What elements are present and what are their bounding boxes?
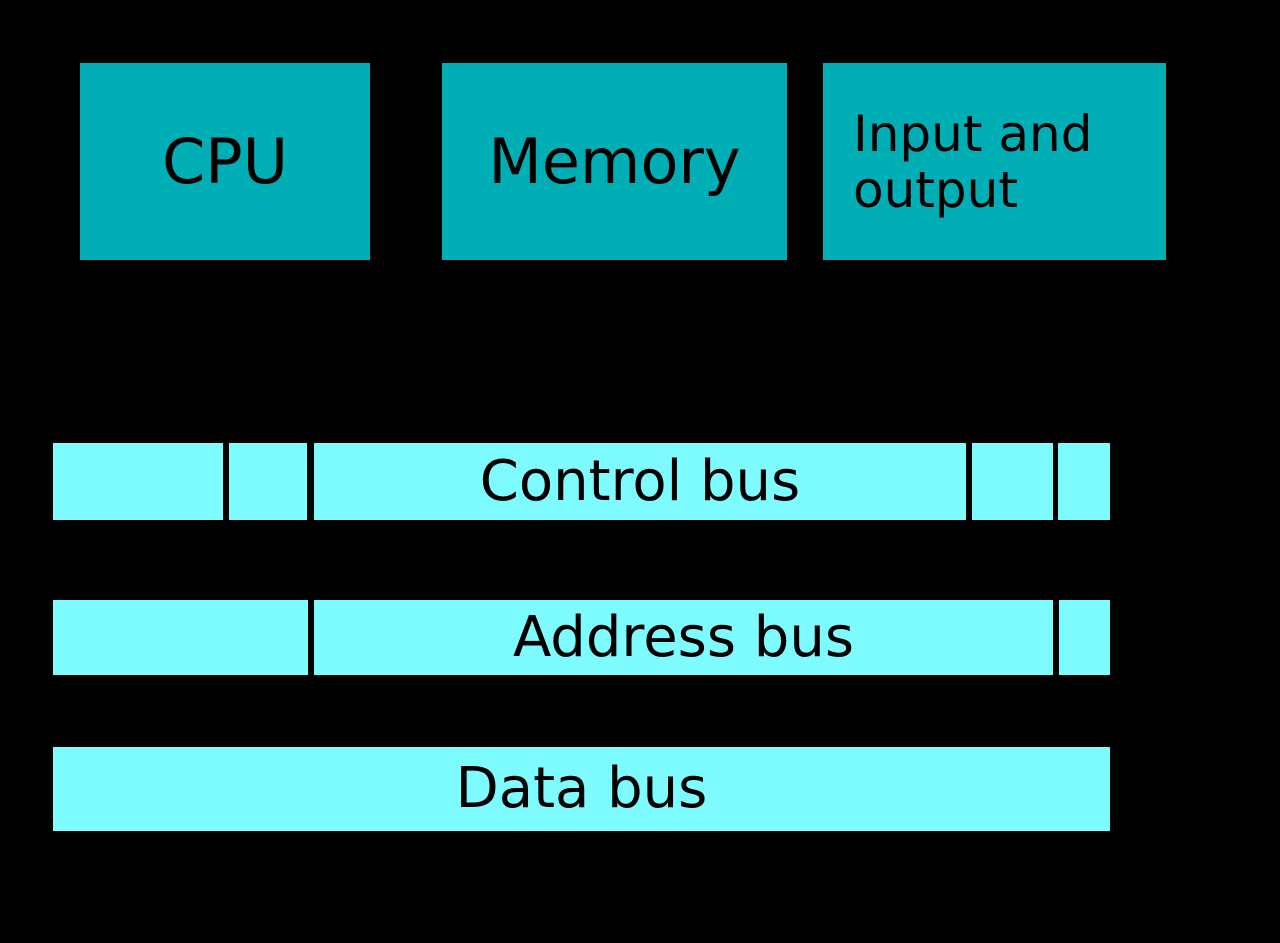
bus-control-label: Control bus: [479, 448, 801, 514]
bus-address-segment: [53, 600, 308, 675]
unit-box-cpu: CPU: [80, 63, 370, 260]
bus-control-segment: [53, 443, 223, 520]
bus-control-segment-labeled: Control bus: [314, 443, 966, 520]
bus-control-segment: [972, 443, 1053, 520]
unit-label-input-output: Input and output: [853, 104, 1093, 219]
bus-control-segment: [229, 443, 307, 520]
bus-data-label: Data bus: [455, 756, 708, 821]
bus-control-segment: [1058, 443, 1110, 520]
bus-data: Data bus: [0, 747, 1280, 831]
bus-address-label: Address bus: [512, 604, 855, 670]
unit-label-memory: Memory: [488, 124, 741, 198]
unit-label-cpu: CPU: [161, 124, 289, 198]
bus-data-segment-labeled: Data bus: [53, 747, 1110, 831]
bus-address: Address bus: [0, 600, 1280, 675]
bus-address-segment-labeled: Address bus: [314, 600, 1053, 675]
bus-address-segment: [1059, 600, 1110, 675]
unit-box-memory: Memory: [442, 63, 787, 260]
bus-control: Control bus: [0, 443, 1280, 520]
unit-box-input-output: Input and output: [823, 63, 1166, 260]
